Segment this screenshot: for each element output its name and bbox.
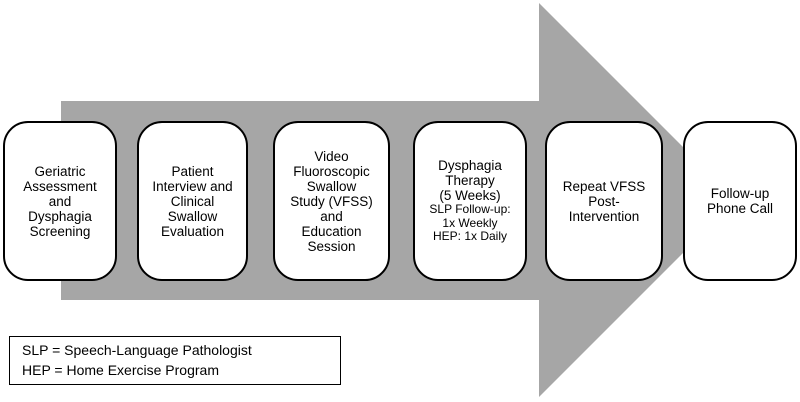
process-step-dysphagia-therapy: Dysphagia Therapy (5 Weeks) SLP Follow-u… (413, 121, 527, 281)
step-detail: SLP Follow-up: 1x Weekly HEP: 1x Daily (429, 202, 511, 244)
step-label: Dysphagia Therapy (5 Weeks) (438, 158, 502, 204)
step-label: Video Fluoroscopic Swallow Study (VFSS) … (290, 148, 373, 254)
step-label: Follow-up Phone Call (706, 186, 774, 216)
legend-line-hep: HEP = Home Exercise Program (22, 361, 219, 378)
process-step-vfss-education: Video Fluoroscopic Swallow Study (VFSS) … (273, 121, 390, 281)
abbreviation-legend: SLP = Speech-Language Pathologist HEP = … (9, 336, 341, 385)
process-step-patient-interview: Patient Interview and Clinical Swallow E… (137, 121, 248, 281)
process-step-repeat-vfss: Repeat VFSS Post- Intervention (545, 121, 663, 281)
arrow-shape (61, 3, 736, 397)
process-step-followup-call: Follow-up Phone Call (683, 121, 797, 281)
step-label: Geriatric Assessment and Dysphagia Scree… (23, 163, 97, 239)
step-label: Patient Interview and Clinical Swallow E… (152, 163, 233, 239)
legend-line-slp: SLP = Speech-Language Pathologist (22, 342, 252, 358)
step-label: Repeat VFSS Post- Intervention (562, 178, 646, 224)
process-step-geriatric-assessment: Geriatric Assessment and Dysphagia Scree… (3, 121, 117, 281)
